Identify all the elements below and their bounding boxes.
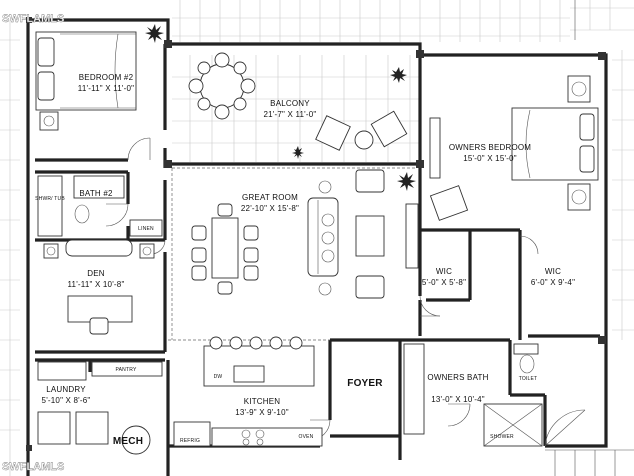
plant-icon bbox=[145, 24, 164, 43]
owners-bedroom-name: OWNERS BEDROOM bbox=[449, 143, 531, 152]
shwr-tub-label: SHWR/ TUB bbox=[35, 196, 65, 202]
great-room-dining-set bbox=[191, 203, 259, 295]
great-room-name: GREAT ROOM bbox=[242, 193, 298, 202]
toilet-label: TOILET bbox=[519, 376, 538, 382]
oven-label: OVEN bbox=[299, 434, 314, 440]
wic-right-dims: 6'-0" X 9'-4" bbox=[531, 278, 575, 287]
bedroom2-bed bbox=[35, 31, 137, 131]
great-room-dims: 22'-10" X 15'-8" bbox=[241, 204, 299, 213]
shower-label: SHOWER bbox=[490, 434, 514, 440]
owners-bath-name-line1: OWNERS BATH bbox=[427, 373, 488, 382]
plant-icon bbox=[390, 67, 407, 83]
owners-bath-dims: 13'-0" X 10'-4" bbox=[431, 395, 485, 404]
open-boundaries bbox=[168, 167, 416, 341]
watermark-bottom: SWFLAMLS bbox=[2, 461, 64, 473]
wic-left-name: WIC bbox=[436, 267, 452, 276]
kitchen-island bbox=[173, 336, 323, 447]
owners-bath-fixtures bbox=[403, 343, 543, 447]
bedroom2-name: BEDROOM #2 bbox=[79, 73, 134, 82]
owners-bedroom-dims: 15'-0" X 15'-0" bbox=[463, 154, 517, 163]
kitchen-dims: 13'-9" X 9'-10" bbox=[235, 408, 289, 417]
balcony-name: BALCONY bbox=[270, 99, 310, 108]
great-room-living-set bbox=[307, 169, 419, 299]
bath2-name: BATH #2 bbox=[79, 189, 113, 198]
bedroom2-dims: 11'-11" X 11'-0" bbox=[78, 84, 134, 93]
balcony-dims: 21'-7" X 11'-0" bbox=[264, 110, 317, 119]
watermark-top: SWFLAMLS bbox=[2, 13, 64, 25]
laundry-name: LAUNDRY bbox=[46, 385, 86, 394]
dw-label: DW bbox=[214, 374, 223, 380]
bath2-fixtures bbox=[37, 175, 163, 237]
kitchen-name: KITCHEN bbox=[244, 397, 281, 406]
owners-bed bbox=[429, 75, 599, 221]
balcony-dining-set bbox=[188, 52, 256, 120]
exterior-hatch bbox=[545, 449, 634, 476]
foyer-name: FOYER bbox=[347, 378, 383, 389]
structural-posts bbox=[26, 17, 606, 451]
den-name: DEN bbox=[87, 269, 105, 278]
den-furniture bbox=[43, 239, 155, 335]
plant-icon bbox=[397, 172, 416, 191]
door-swings bbox=[105, 137, 586, 447]
wic-right-name: WIC bbox=[545, 267, 561, 276]
den-dims: 11'-11" X 10'-8" bbox=[67, 280, 124, 289]
mech-name: MECH bbox=[113, 436, 143, 447]
balcony-lounge-chairs bbox=[315, 110, 408, 151]
linen-label: LINEN bbox=[138, 226, 154, 232]
laundry-dims: 5'-10" X 8'-6" bbox=[42, 396, 91, 405]
pantry-label: PANTRY bbox=[115, 367, 136, 373]
wic-left-dims: 5'-0" X 5'-8" bbox=[422, 278, 466, 287]
plant-icon bbox=[292, 146, 304, 159]
laundry-appliances bbox=[37, 361, 163, 455]
refrig-label: REFRIG bbox=[180, 438, 200, 444]
